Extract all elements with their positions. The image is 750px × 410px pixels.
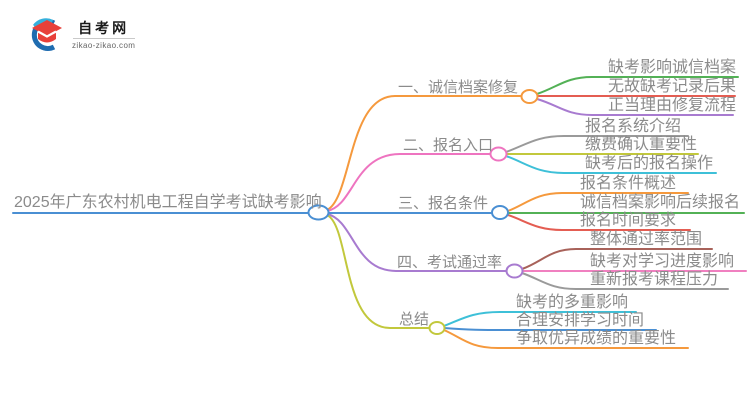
branch-1-child-1-connector: [536, 76, 739, 95]
branch-4-child-2-label[interactable]: 缺考对学习进度影响: [590, 253, 735, 270]
site-logo: 自考网 zikao-zikao.com: [28, 18, 135, 52]
graduation-cap-icon: [31, 18, 62, 51]
logo-divider: [72, 38, 135, 40]
branch-5-child-1-connector: [443, 311, 637, 327]
site-name: 自考网: [78, 19, 130, 36]
branch-3-child-1-label[interactable]: 报名条件概述: [580, 175, 677, 192]
branch-5-child-3-connector: [443, 329, 689, 349]
branch-1-connector: [326, 95, 522, 211]
branch-2-node[interactable]: [489, 146, 508, 162]
branch-4-child-3-label[interactable]: 重新报考课程压力: [590, 271, 719, 288]
branch-3-child-3-connector: [507, 214, 691, 231]
branch-3-child-2-label[interactable]: 诚信档案影响后续报名: [580, 194, 741, 211]
branch-1-child-2-label[interactable]: 无故缺考记录后果: [608, 78, 737, 95]
branch-2-label[interactable]: 二、报名入口: [403, 137, 494, 154]
branch-5-child-3-label[interactable]: 争取优异成绩的重要性: [516, 330, 677, 347]
branch-5-label[interactable]: 总结: [399, 311, 430, 328]
branch-1-child-3-connector: [536, 98, 734, 116]
site-url: zikao-zikao.com: [72, 41, 136, 51]
branch-1-child-1-label[interactable]: 缺考影响诚信档案: [608, 59, 737, 76]
branch-2-child-3-label[interactable]: 缺考后的报名操作: [585, 155, 714, 172]
branch-1-label[interactable]: 一、诚信档案修复: [398, 79, 519, 96]
branch-3-node[interactable]: [491, 205, 509, 220]
branch-3-label[interactable]: 三、报名条件: [398, 195, 489, 212]
branch-4-connector: [326, 213, 507, 272]
branch-2-child-3-connector: [505, 155, 717, 174]
branch-4-child-1-label[interactable]: 整体通过率范围: [590, 231, 703, 248]
branch-5-child-2-label[interactable]: 合理安排学习时间: [516, 312, 645, 329]
branch-5-child-1-label[interactable]: 缺考的多重影响: [516, 294, 629, 311]
branch-5-connector: [326, 214, 430, 329]
branch-4-node[interactable]: [505, 263, 524, 279]
branch-1-child-3-label[interactable]: 正当理由修复流程: [608, 97, 737, 114]
branch-2-connector: [326, 153, 491, 212]
branch-2-child-2-label[interactable]: 缴费确认重要性: [585, 136, 698, 153]
branch-5-child-2-connector: [443, 327, 657, 331]
branch-3-child-3-label[interactable]: 报名时间要求: [580, 212, 677, 229]
branch-2-child-1-connector: [505, 135, 689, 153]
branch-4-label[interactable]: 四、考试通过率: [397, 254, 503, 271]
branch-4-child-1-connector: [521, 248, 713, 270]
central-node[interactable]: [307, 204, 330, 221]
central-topic-label[interactable]: 2025年广东农村机电工程自学考试缺考影响: [14, 194, 322, 211]
branch-3-child-1-connector: [507, 192, 689, 212]
branch-1-node[interactable]: [520, 89, 539, 104]
branch-2-child-1-label[interactable]: 报名系统介绍: [585, 118, 682, 135]
branch-4-child-3-connector: [521, 272, 729, 290]
branch-5-node[interactable]: [428, 321, 446, 335]
